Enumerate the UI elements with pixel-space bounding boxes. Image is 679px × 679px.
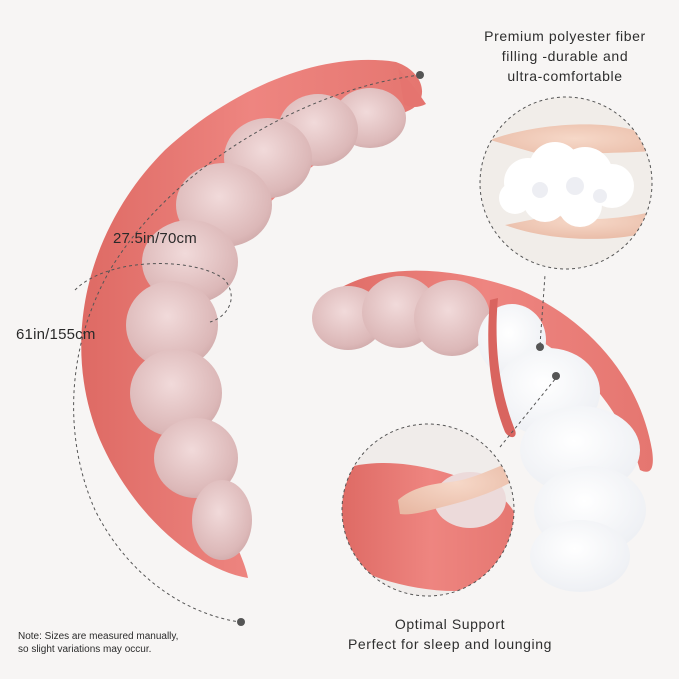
lobe [130, 349, 222, 437]
support-feature-text: Optimal Support Perfect for sleep and lo… [330, 614, 570, 654]
length-guide-dot-top [416, 71, 424, 79]
support-pointer-dot [552, 372, 560, 380]
size-note-line-1: Note: Sizes are measured manually, [18, 631, 179, 642]
top-hand-icon [490, 124, 652, 160]
hand-icon [398, 462, 514, 515]
support-pointer [499, 377, 557, 448]
size-note-line-2: so slight variations may occur. [18, 644, 152, 655]
right-pillow-cover [318, 270, 653, 472]
lobe [126, 281, 218, 369]
lobe [414, 280, 490, 356]
filling-detail [479, 96, 653, 351]
left-pillow [81, 59, 426, 578]
right-pillow [312, 270, 653, 592]
filling-line-3: ultra-comfortable [507, 68, 623, 84]
left-pillow-lobes [126, 88, 406, 560]
left-pillow-tab [398, 68, 426, 107]
support-title: Optimal Support [394, 616, 506, 632]
lobe [154, 418, 238, 498]
filling-pointer-dot [536, 343, 544, 351]
width-dimension-label: 27.5in/70cm [113, 230, 197, 247]
support-subtitle: Perfect for sleep and lounging [347, 636, 552, 652]
cover-flap-edge [488, 298, 516, 438]
insert-lobe [530, 520, 630, 592]
support-detail-border [341, 423, 515, 597]
length-guide [73, 74, 421, 623]
length-dimension-label: 61in/155cm [16, 326, 96, 343]
lobe [192, 480, 252, 560]
dimension-guides [73, 74, 421, 623]
filling-line-2: filling -durable and [501, 48, 629, 64]
filling-line-1: Premium polyester fiber [484, 28, 646, 44]
support-detail [341, 372, 560, 597]
size-note: Note: Sizes are measured manually, so sl… [18, 630, 218, 656]
width-guide [74, 263, 232, 323]
filling-feature-text: Premium polyester fiber filling -durable… [450, 26, 679, 86]
filling-detail-border [479, 96, 653, 270]
length-guide-dot-bottom [237, 618, 245, 626]
